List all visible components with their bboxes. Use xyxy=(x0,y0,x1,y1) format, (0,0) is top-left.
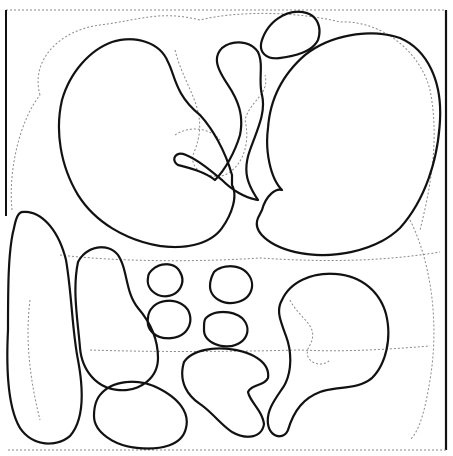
left-elongated-region-contour xyxy=(7,212,81,444)
small-oval-3-contour xyxy=(148,301,191,339)
right-large-lobe-contour xyxy=(268,274,389,437)
left-lower-lobe-contour xyxy=(75,247,158,390)
small-oval-2-contour xyxy=(210,266,252,303)
bottom-left-small-lobe-contour xyxy=(94,382,187,449)
small-oval-4-contour xyxy=(204,312,247,346)
faint-left-lower-contour xyxy=(28,300,40,420)
top-left-lobe-contour xyxy=(59,39,234,247)
faint-contours xyxy=(11,13,440,440)
faint-lower-band xyxy=(90,346,430,352)
faint-outer-top-contour xyxy=(38,13,434,230)
bold-contours xyxy=(7,12,440,449)
bottom-center-lobe-contour xyxy=(182,349,268,437)
small-oval-1-contour xyxy=(148,264,183,296)
faint-right-inner-wave xyxy=(290,300,330,364)
faint-right-lower-contour xyxy=(410,220,434,440)
faint-left-upper-contour xyxy=(11,95,40,210)
top-right-lobe-contour xyxy=(257,33,440,255)
central-stalk-contour xyxy=(174,42,263,200)
